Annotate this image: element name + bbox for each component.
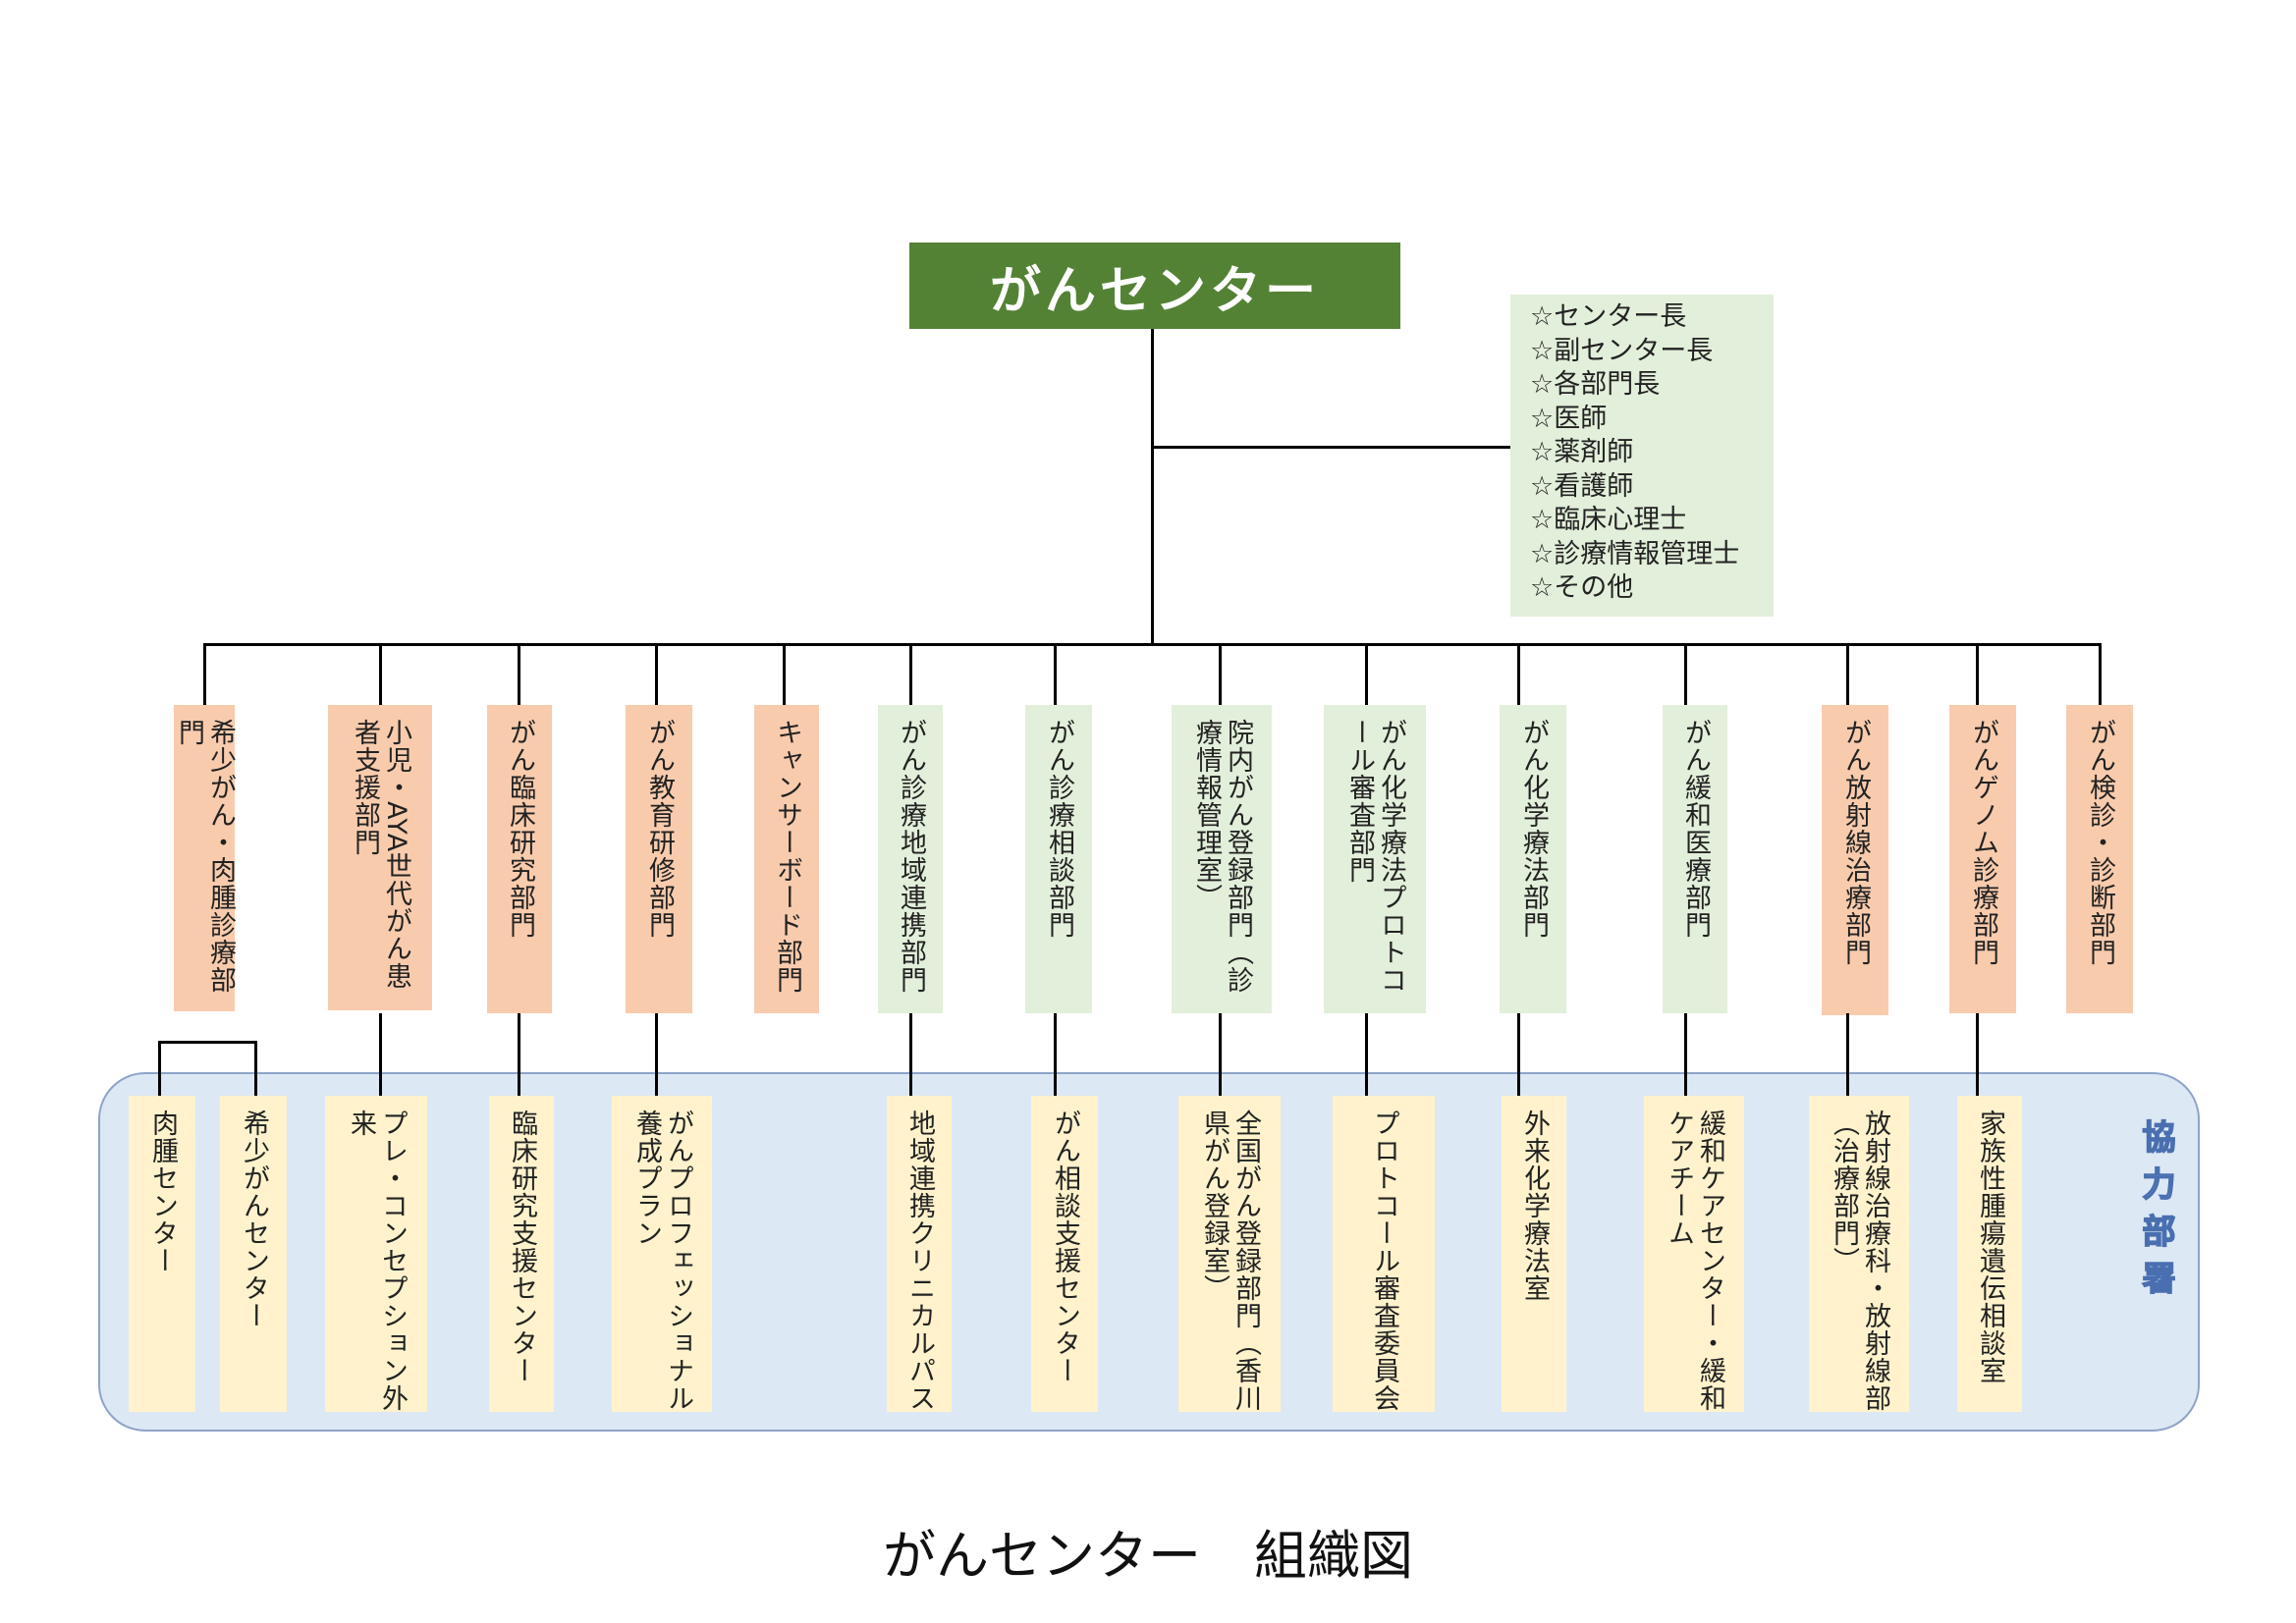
dept-box-hospital-registry: 院内がん登録部門（診療情報管理室） bbox=[1172, 705, 1272, 1013]
connector-coop bbox=[1976, 1013, 1979, 1096]
connector-dept-drop bbox=[1846, 643, 1849, 705]
dept-box-rare-cancer: 希少がん・肉腫診療部門 bbox=[174, 705, 236, 1011]
coop-box-national-registry: 全国がん登録部門（香川県がん登録室） bbox=[1178, 1096, 1281, 1412]
connector-coop bbox=[1365, 1013, 1368, 1096]
dept-box-radiation: がん放射線治療部門 bbox=[1822, 705, 1888, 1015]
connector-staff bbox=[1153, 446, 1510, 449]
connector-dept-drop bbox=[1054, 643, 1057, 705]
dept-box-genome: がんゲノム診療部門 bbox=[1949, 705, 2016, 1013]
staff-item: ☆副センター長 bbox=[1530, 335, 1714, 366]
coop-box-sarcoma-center: 肉腫センター bbox=[129, 1096, 195, 1412]
dept-box-palliative: がん緩和医療部門 bbox=[1663, 705, 1727, 1013]
connector-dept-drop bbox=[655, 643, 658, 705]
coop-box-outpatient-chemo: 外来化学療法室 bbox=[1502, 1096, 1566, 1412]
connector-dept-drop bbox=[518, 643, 520, 705]
staff-list: ☆センター長 ☆副センター長 ☆各部門長 ☆医師 ☆薬剤師 ☆看護師 ☆臨床心理… bbox=[1530, 300, 1774, 606]
dept-box-consultation: がん診療相談部門 bbox=[1025, 705, 1092, 1013]
connector-dept-drop bbox=[1684, 643, 1687, 705]
connector-dept-drop bbox=[1365, 643, 1368, 705]
connector-coop bbox=[1054, 1013, 1057, 1096]
dept-box-protocol-review: がん化学療法プロトコール審査部門 bbox=[1324, 705, 1426, 1013]
coop-box-familial-tumor: 家族性腫瘍遺伝相談室 bbox=[1957, 1096, 2022, 1412]
staff-item: ☆各部門長 bbox=[1530, 369, 1661, 400]
dept-box-education: がん教育研修部門 bbox=[626, 705, 692, 1013]
connector-dept-drop bbox=[1517, 643, 1520, 705]
coop-box-protocol-committee: プロトコール審査委員会 bbox=[1333, 1096, 1435, 1412]
diagram-caption: がんセンター 組織図 bbox=[883, 1525, 1413, 1587]
staff-box: ☆センター長 ☆副センター長 ☆各部門長 ☆医師 ☆薬剤師 ☆看護師 ☆臨床心理… bbox=[1510, 295, 1774, 617]
connector-coop bbox=[1517, 1013, 1520, 1096]
dept-box-regional-cooperation: がん診療地域連携部門 bbox=[878, 705, 943, 1013]
staff-item: ☆センター長 bbox=[1530, 301, 1687, 332]
connector-coop bbox=[1846, 1013, 1849, 1096]
coop-box-radiation-therapy: 放射線治療科・放射線部（治療部門） bbox=[1809, 1096, 1909, 1412]
cooperating-label: 協力部署 bbox=[2135, 1118, 2176, 1309]
connector-rare-bracket-right bbox=[254, 1041, 257, 1096]
connector-coop bbox=[909, 1013, 912, 1096]
connector-dept-drop bbox=[379, 643, 382, 705]
staff-item: ☆臨床心理士 bbox=[1530, 505, 1687, 535]
connector-dept-drop bbox=[1976, 643, 1979, 705]
connector-dept-bus bbox=[204, 643, 2102, 646]
connector-coop bbox=[1684, 1013, 1687, 1096]
coop-box-preconception: プレ・コンセプション外来 bbox=[325, 1096, 427, 1412]
staff-item: ☆看護師 bbox=[1530, 470, 1634, 502]
coop-box-clinical-path: 地域連携クリニカルパス bbox=[887, 1096, 952, 1412]
connector-coop bbox=[379, 1013, 382, 1096]
title-box: がんセンター bbox=[909, 243, 1400, 329]
staff-item: ☆薬剤師 bbox=[1530, 437, 1634, 467]
connector-dept-drop bbox=[783, 643, 786, 705]
dept-box-chemotherapy: がん化学療法部門 bbox=[1500, 705, 1566, 1013]
connector-coop bbox=[1219, 1013, 1222, 1096]
connector-dept-drop bbox=[2099, 643, 2102, 705]
coop-box-clinical-research-support: 臨床研究支援センター bbox=[489, 1096, 554, 1412]
title-text: がんセンター bbox=[989, 261, 1320, 321]
dept-box-cancer-board: キャンサーボード部門 bbox=[754, 705, 819, 1013]
dept-box-screening: がん検診・診断部門 bbox=[2066, 705, 2133, 1013]
connector-rare-bracket-left bbox=[158, 1041, 161, 1096]
staff-item: ☆その他 bbox=[1530, 572, 1634, 603]
connector-coop bbox=[655, 1013, 658, 1096]
connector-dept-drop bbox=[909, 643, 912, 705]
connector-dept-drop bbox=[203, 643, 206, 705]
coop-box-pro-training-plan: がんプロフェッショナル養成プラン bbox=[612, 1096, 712, 1412]
connector-rare-bracket-h bbox=[158, 1041, 257, 1044]
staff-item: ☆医師 bbox=[1530, 403, 1608, 434]
connector-main-vertical bbox=[1151, 329, 1154, 645]
staff-item: ☆診療情報管理士 bbox=[1530, 538, 1740, 569]
connector-dept-drop bbox=[1219, 643, 1222, 705]
coop-box-rare-cancer-center: 希少がんセンター bbox=[220, 1096, 287, 1412]
dept-box-clinical-research: がん臨床研究部門 bbox=[487, 705, 552, 1013]
coop-box-consultation-support: がん相談支援センター bbox=[1031, 1096, 1098, 1412]
connector-coop bbox=[518, 1013, 520, 1096]
dept-box-pediatric-aya: 小児・AYA世代がん患者支援部門 bbox=[328, 705, 432, 1010]
coop-box-palliative-center: 緩和ケアセンター・緩和ケアチーム bbox=[1644, 1096, 1744, 1412]
